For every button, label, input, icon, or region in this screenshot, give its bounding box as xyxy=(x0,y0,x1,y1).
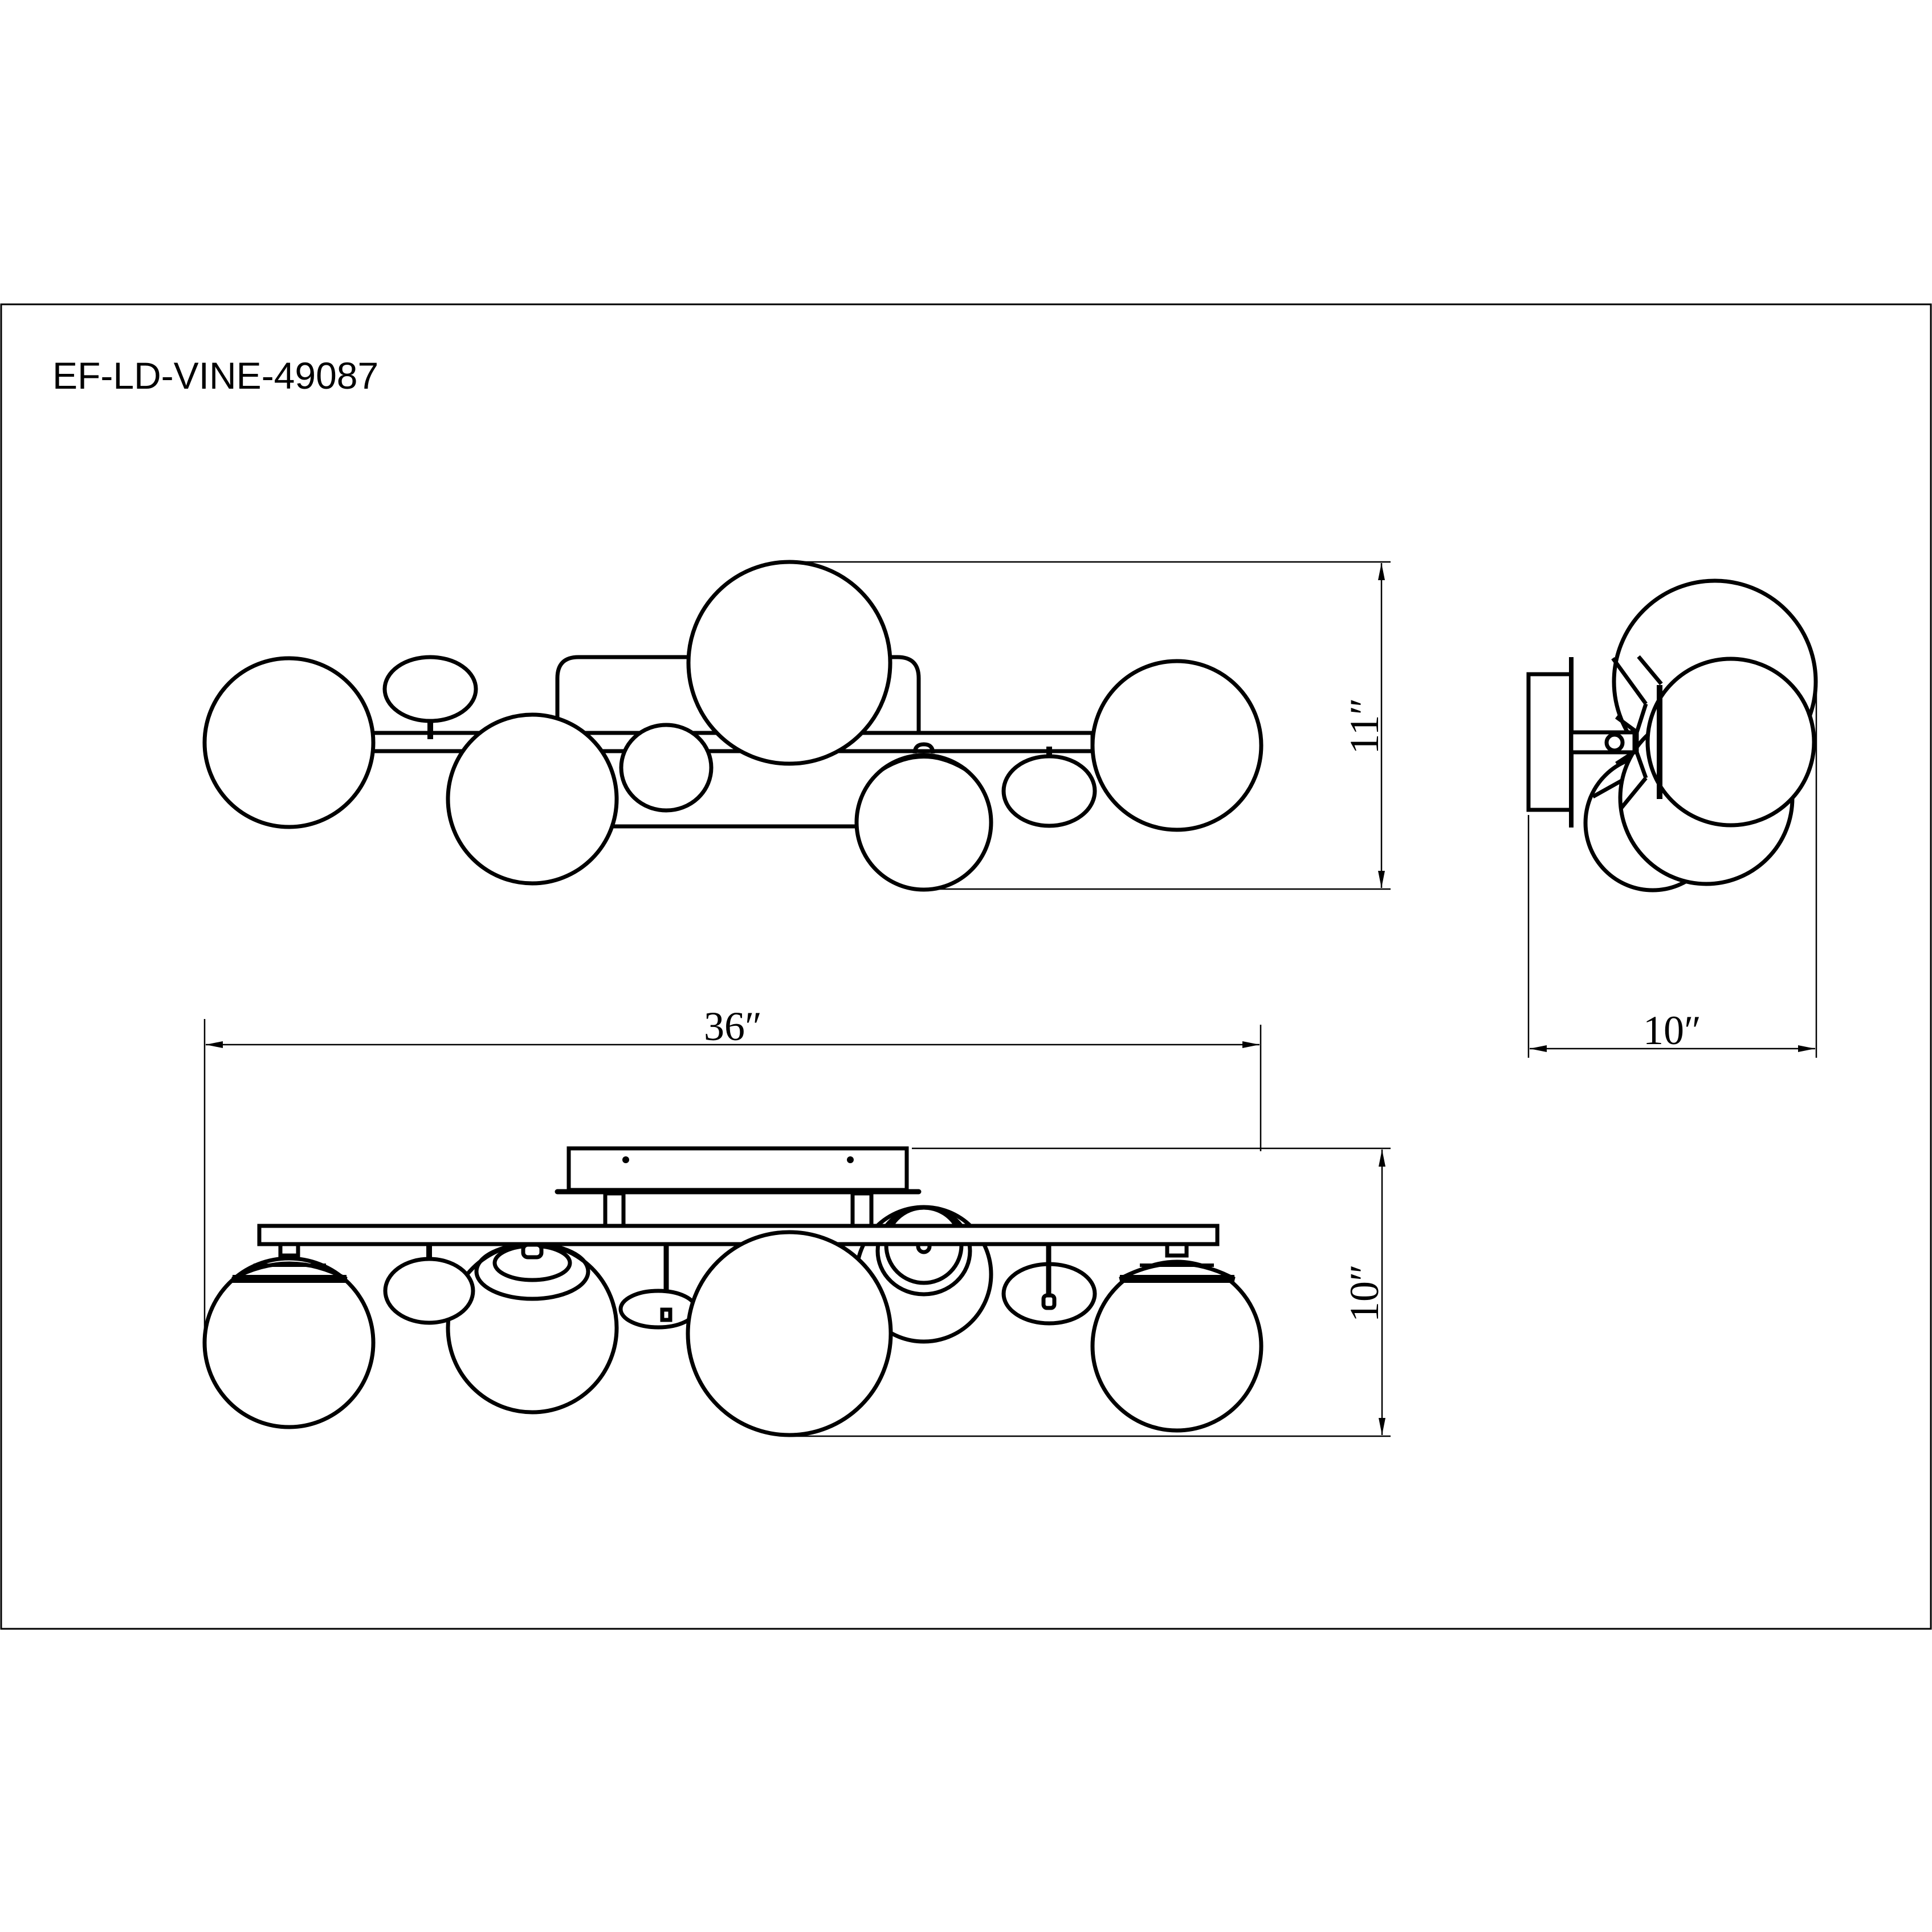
front-stem-left xyxy=(603,1191,626,1228)
side-view: 10″ xyxy=(1526,578,1818,1058)
front-arm-bar xyxy=(257,1224,1220,1246)
disc-1 xyxy=(382,655,478,723)
front-stem-right xyxy=(850,1191,874,1228)
globe-2 xyxy=(446,712,619,886)
front-globe-4 xyxy=(1090,1260,1263,1433)
front-globe-2-socket xyxy=(521,1242,544,1260)
drawing-border xyxy=(0,303,1932,1630)
front-globe-1 xyxy=(202,1256,376,1429)
side-globe-front xyxy=(1645,657,1816,828)
front-globe-1-neck xyxy=(278,1242,300,1258)
side-collar-cone xyxy=(1635,703,1648,779)
globe-1 xyxy=(202,656,376,829)
front-canopy xyxy=(566,1146,909,1192)
canopy-screw-left xyxy=(622,1156,629,1163)
front-disc-1 xyxy=(383,1257,475,1325)
front-globe-2 xyxy=(446,1241,619,1415)
dimension-label-11: 11″ xyxy=(1342,698,1387,754)
top-view: 11″ xyxy=(202,560,1391,892)
side-bracket-leaves xyxy=(1592,655,1663,811)
center-disc xyxy=(618,1289,698,1330)
globe-3 xyxy=(854,753,993,892)
dimension-label-10: 10″ xyxy=(1342,1264,1387,1322)
dimension-label-36: 36″ xyxy=(704,1004,762,1049)
globe-large xyxy=(686,560,892,766)
dimension-label-depth: 10″ xyxy=(1643,1008,1701,1053)
globe-cap xyxy=(912,742,935,754)
side-arm xyxy=(1569,730,1637,755)
front-globe-4-neck xyxy=(1165,1242,1189,1258)
disc-3 xyxy=(1001,754,1097,828)
front-view: 36″ xyxy=(202,1004,1391,1437)
side-arm-joint xyxy=(1604,732,1625,753)
side-canopy xyxy=(1526,672,1574,812)
front-disc-3-tip xyxy=(1041,1293,1057,1310)
canopy-screw-right xyxy=(847,1156,854,1163)
front-globe-large xyxy=(686,1230,893,1437)
disc-2 xyxy=(619,723,714,813)
center-disc-tip xyxy=(660,1307,672,1322)
globe-4 xyxy=(1090,659,1263,832)
globe-3-cap-shade xyxy=(881,755,967,771)
model-number-title: EF-LD-VINE-49087 xyxy=(52,354,378,397)
